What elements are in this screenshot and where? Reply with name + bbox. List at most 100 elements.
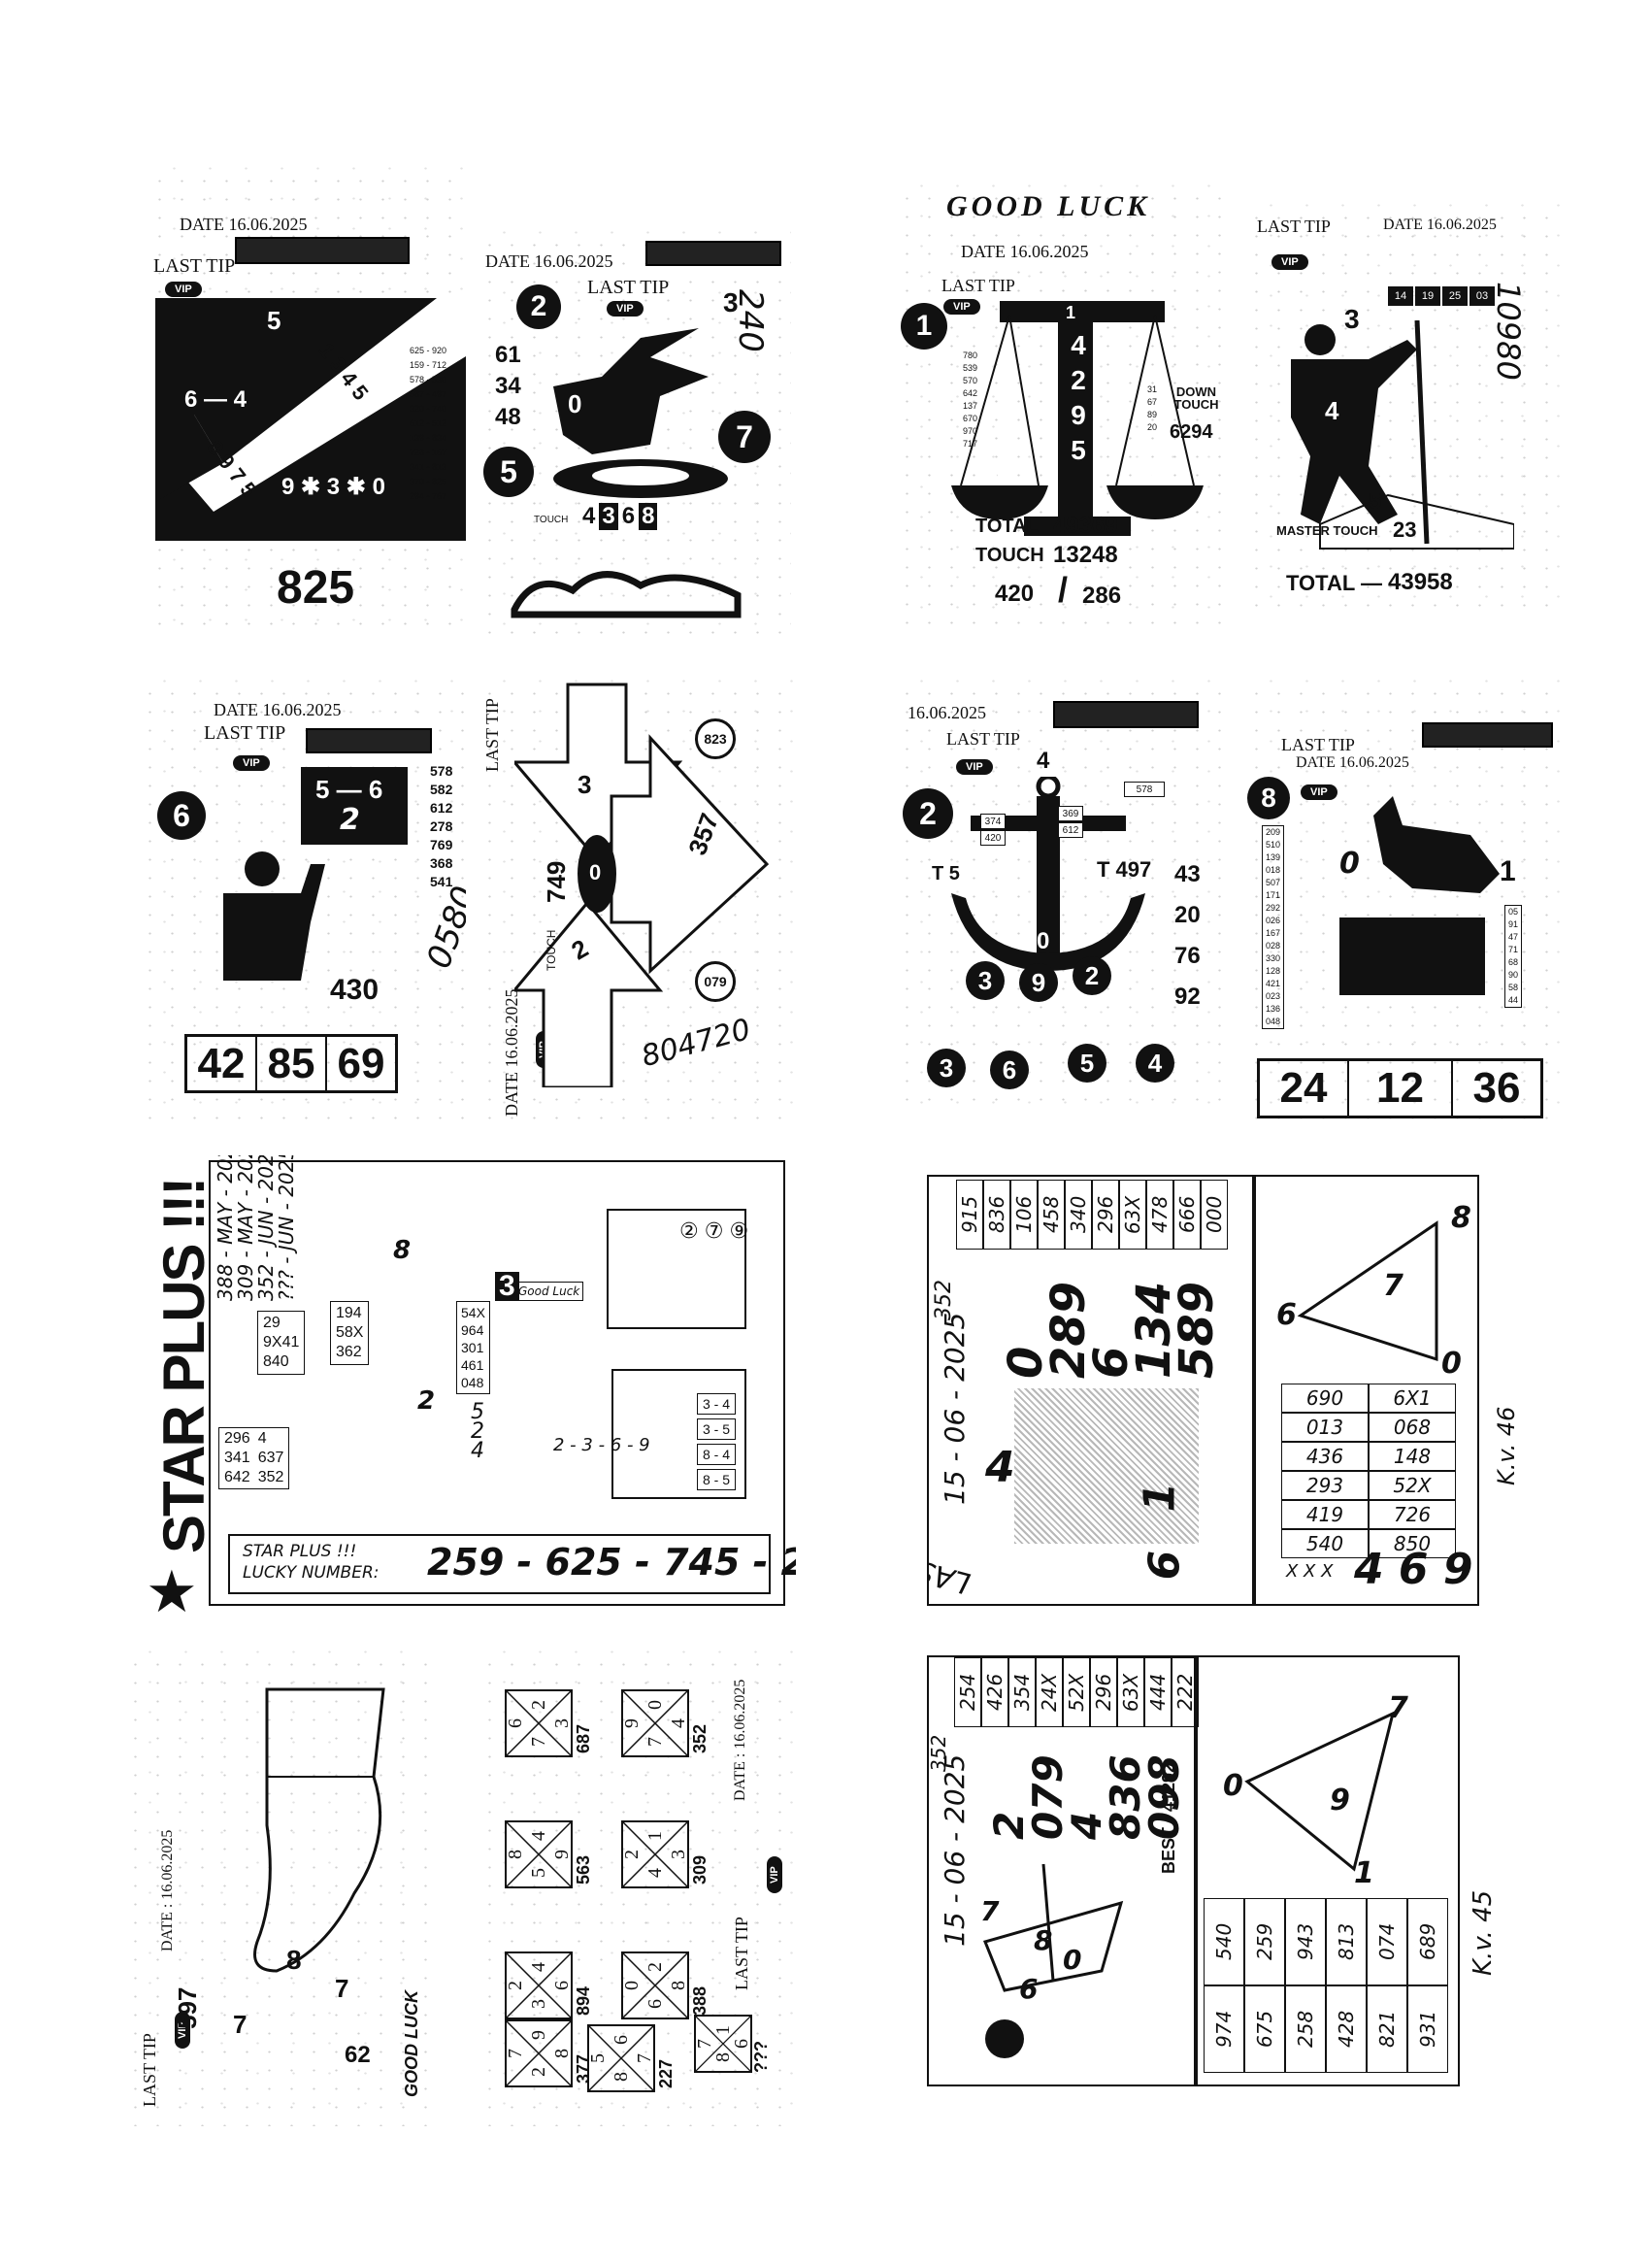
right-top-box xyxy=(607,1209,746,1329)
x-box-digit: 8 xyxy=(712,2052,734,2062)
top-right-number: 3 xyxy=(723,287,739,317)
center-number: 0 xyxy=(568,389,582,418)
touch-digit: 8 xyxy=(639,503,658,530)
column-cell: 24X xyxy=(1036,1657,1063,1727)
left-bowl-number: 4 xyxy=(985,462,1000,491)
x-box-digit: 7 xyxy=(644,1737,666,1747)
touch-label: TOUCH xyxy=(545,929,558,971)
top-box-number: 1 xyxy=(1066,303,1076,322)
big-handwritten-numbers: 0 289 6 134 589 xyxy=(999,1281,1224,1379)
big-number: 589 xyxy=(1170,1281,1224,1379)
grid-cell: 9X41 xyxy=(263,1334,300,1351)
last-tip-label: LAST TIP xyxy=(153,255,236,277)
grid-cell: 52X xyxy=(1369,1471,1456,1500)
x-box-digit: 7 xyxy=(505,2049,526,2058)
grid-cell: 840 xyxy=(263,1353,289,1370)
t5-label: T 5 xyxy=(932,863,960,884)
list-item: 136 xyxy=(1266,1004,1281,1014)
list-item: 582 xyxy=(430,782,453,797)
circled-digit: ② xyxy=(679,1218,699,1243)
master-touch-value: 23 xyxy=(1393,517,1417,542)
big-handwritten-numbers: 2 079 4 836 098 xyxy=(985,1754,1188,1840)
stack-item: 2 xyxy=(471,1419,484,1444)
stack-item: 964 xyxy=(461,1322,484,1338)
list-item: 642 xyxy=(963,388,978,398)
triangle-graphic xyxy=(1244,1711,1396,1872)
pillar-digits: 4 2 9 5 xyxy=(1061,328,1096,468)
number-box: 14 xyxy=(1388,286,1413,306)
list-item: 507 xyxy=(1266,878,1281,887)
last-tip-label: LAST TIP xyxy=(1257,217,1331,236)
number-749: 749 xyxy=(542,860,571,903)
last-tip-label: LAST TIP xyxy=(732,1917,751,1990)
number-box: 578 xyxy=(1124,782,1165,797)
number-box: 25 xyxy=(1442,286,1468,306)
total-label: TOTAL — xyxy=(1286,571,1382,595)
panel-arrows: LAST TIP DATE 16.06.2025 VIP 3 0 2 749 3… xyxy=(476,680,796,1126)
number-four: 4 xyxy=(985,1443,1015,1492)
portrait-image xyxy=(1014,1388,1199,1544)
x-box-digit: 9 xyxy=(528,2030,549,2040)
grid-cell: 850 xyxy=(1369,1529,1456,1558)
check-top: 5 xyxy=(267,306,281,335)
vip-badge: VIP xyxy=(165,282,202,297)
x-box-digit: 1 xyxy=(712,2025,734,2035)
list-item: 370 - 825 xyxy=(410,477,447,486)
x-box-digit: 2 xyxy=(644,1962,666,1972)
list-item: 728 - 167 xyxy=(410,448,447,457)
board-number: 5 — 6 xyxy=(315,775,383,804)
pillar-digit: 9 xyxy=(1071,400,1086,430)
panel-pointing-hand: DATE : 16.06.2025 LAST TIP VIP 597 7 8 7… xyxy=(121,1651,432,2126)
column-cell: 63X xyxy=(1117,1657,1144,1727)
x-box-digit: 7 xyxy=(634,2053,655,2063)
list-item: 670 xyxy=(963,414,978,423)
number-box: 19 xyxy=(1415,286,1440,306)
dark-box xyxy=(1339,917,1485,995)
handwritten-number: 240 xyxy=(731,289,770,352)
good-luck-title: GOOD LUCK xyxy=(946,190,1151,222)
list-item: 294 - 767 xyxy=(410,491,447,501)
right-bottom-box xyxy=(611,1369,746,1499)
handwritten-number: 0580 xyxy=(419,881,466,974)
lucky-number-box xyxy=(228,1534,771,1594)
list-item: 68 xyxy=(1508,957,1519,967)
list-item: 292 xyxy=(1266,903,1281,913)
boat-digit: 0 xyxy=(1063,1944,1082,1976)
column-cell: 254 xyxy=(954,1657,981,1727)
circled-digits: ② ⑦ ⑨ xyxy=(679,1218,748,1244)
grid-cell: 074 xyxy=(1367,1898,1407,1985)
x-box-digit: 9 xyxy=(551,1850,573,1859)
thai-logo xyxy=(511,571,742,618)
grid-cell: 259 xyxy=(1244,1898,1285,1985)
last-tip-label: LAST TIP xyxy=(482,698,502,772)
x-box-value: 227 xyxy=(656,2058,676,2088)
triangle-vertex: 6 xyxy=(1276,1298,1297,1332)
panel-scale: GOOD LUCK DATE 16.06.2025 LAST TIP VIP 1… xyxy=(893,184,1228,631)
grid-one: 194 58X 362 xyxy=(330,1301,370,1365)
grid-cell: 6X1 xyxy=(1369,1384,1456,1413)
date: DATE 16.06.2025 xyxy=(961,242,1089,261)
circle-number: 3 xyxy=(966,961,1005,1000)
thai-banner xyxy=(235,237,410,264)
column-cell: 106 xyxy=(1010,1180,1038,1250)
grid-cell: 293 xyxy=(1281,1471,1369,1500)
circle-number: 9 xyxy=(1019,963,1058,1002)
column-cell: 915 xyxy=(956,1180,983,1250)
lucky-label-line2: LUCKY NUMBER: xyxy=(243,1563,380,1583)
result-boxes: 24 12 36 xyxy=(1257,1058,1543,1118)
pair-a: 420 xyxy=(995,581,1035,607)
x-box-digit: 1 xyxy=(644,1831,666,1841)
list-item: 026 xyxy=(1266,916,1281,925)
result-box: 24 xyxy=(1259,1060,1348,1117)
circled-digit: ⑦ xyxy=(704,1218,724,1243)
triangle-center: 9 xyxy=(1330,1784,1350,1818)
column-cell: 836 xyxy=(983,1180,1010,1250)
grid-three: 296 4 341 637 642 352 xyxy=(218,1427,290,1489)
down-touch-label: DOWN TOUCH xyxy=(1173,384,1219,412)
panel-kv45: 352 254 426 354 24X 52X 296 63X 444 222 … xyxy=(927,1655,1548,2097)
grid-cell: 194 xyxy=(336,1305,362,1321)
number-seven-b: 7 xyxy=(335,1974,349,2003)
list-item: 570 xyxy=(963,376,978,385)
column-cell: 354 xyxy=(1008,1657,1036,1727)
